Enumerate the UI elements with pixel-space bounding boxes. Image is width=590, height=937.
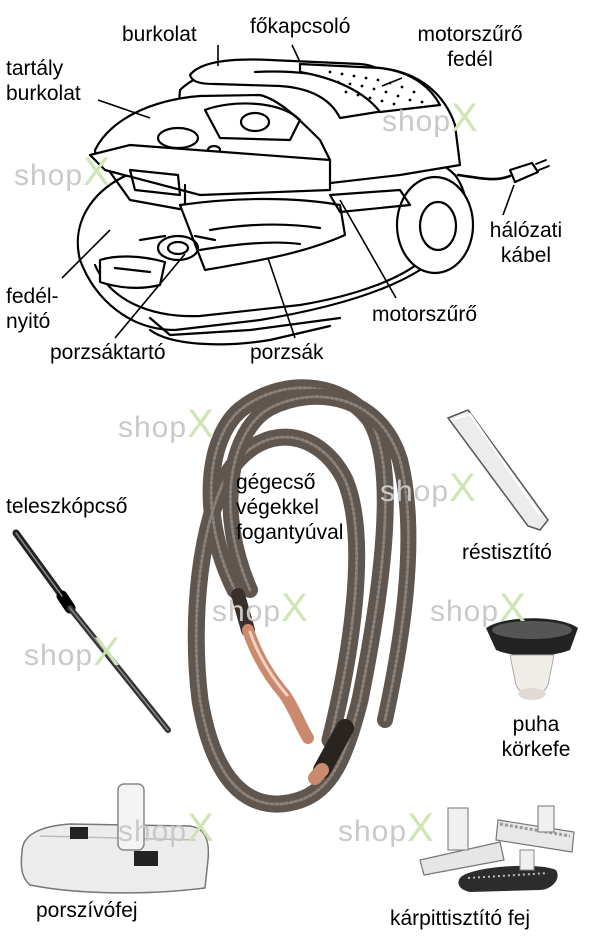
watermark-text: shop xyxy=(24,639,94,672)
watermark: shopX xyxy=(380,466,477,511)
label-burkolat: burkolat xyxy=(122,23,197,46)
label-motorszuro-fedel: motorszűrő fedél xyxy=(398,22,542,72)
watermark-mark: X xyxy=(449,466,477,510)
label-halozati-kabel-line2: kábel xyxy=(500,244,552,267)
label-fedelnyito-line1: fedél- xyxy=(6,285,59,308)
label-porzsaktarto: porzsáktartó xyxy=(50,341,166,364)
label-karpittisztito-fej: kárpittisztító fej xyxy=(390,907,531,930)
crevice-tool-drawing xyxy=(446,409,549,531)
watermark: shopX xyxy=(338,806,435,851)
label-motorszuro-fedel-line2: fedél xyxy=(447,48,493,71)
watermark-mark: X xyxy=(499,586,527,630)
telescopic-tube-drawing xyxy=(12,529,171,733)
watermark-text: shop xyxy=(382,105,452,138)
label-puha-korkefe: puha körkefe xyxy=(488,712,584,762)
label-puha-korkefe-line2: körkefe xyxy=(501,738,571,761)
watermark-text: shop xyxy=(14,159,84,192)
watermark: shopX xyxy=(382,96,479,141)
watermark-text: shop xyxy=(338,815,408,848)
label-halozati-kabel-line1: hálózati xyxy=(489,219,563,242)
label-tartaly-burkolat: tartály burkolat xyxy=(6,56,81,106)
watermark-mark: X xyxy=(187,402,215,446)
watermark-mark: X xyxy=(407,806,435,850)
watermark: shopX xyxy=(118,806,215,851)
upholstery-tools-drawing xyxy=(419,805,575,892)
label-restisztito: réstisztító xyxy=(462,541,552,564)
watermark-mark: X xyxy=(451,96,479,140)
label-teleszkopcso: teleszkópcső xyxy=(6,495,128,518)
label-fedelnyito: fedél- nyitó xyxy=(6,284,59,334)
watermark-mark: X xyxy=(187,806,215,850)
hose-drawing xyxy=(187,379,417,813)
leader-lines xyxy=(61,44,515,339)
label-gegecso-line3: fogantyúval xyxy=(236,521,344,544)
label-puha-korkefe-line1: puha xyxy=(512,713,560,736)
watermark: shopX xyxy=(118,402,215,447)
watermark: shopX xyxy=(212,586,309,631)
watermark-mark: X xyxy=(281,586,309,630)
label-gegecso: gégecső végekkel fogantyúval xyxy=(236,470,343,545)
watermark: shopX xyxy=(24,630,121,675)
watermark-text: shop xyxy=(380,475,450,508)
label-porzsak: porzsák xyxy=(250,341,324,364)
watermark-mark: X xyxy=(93,630,121,674)
label-gegecso-line2: végekkel xyxy=(236,496,319,519)
label-porszivofej: porszívófej xyxy=(36,899,138,922)
watermark: shopX xyxy=(430,586,527,631)
label-tartaly-burkolat-line2: burkolat xyxy=(6,82,81,105)
vacuum-cleaner-drawing xyxy=(76,58,550,346)
label-gegecso-line1: gégecső xyxy=(236,471,316,494)
label-fedelnyito-line2: nyitó xyxy=(6,310,51,333)
label-fokapcsolo: főkapcsoló xyxy=(250,15,351,38)
label-motorszuro-fedel-line1: motorszűrő xyxy=(417,23,523,46)
floor-nozzle-drawing xyxy=(20,783,210,894)
label-halozati-kabel: hálózati kábel xyxy=(478,218,574,268)
watermark-text: shop xyxy=(118,815,188,848)
label-motorszuro: motorszűrő xyxy=(372,303,478,326)
label-tartaly-burkolat-line1: tartály xyxy=(6,57,64,80)
watermark: shopX xyxy=(14,150,111,195)
watermark-text: shop xyxy=(118,411,188,444)
watermark-text: shop xyxy=(430,595,500,628)
soft-brush-drawing xyxy=(486,618,578,700)
watermark-text: shop xyxy=(212,595,282,628)
watermark-mark: X xyxy=(83,150,111,194)
